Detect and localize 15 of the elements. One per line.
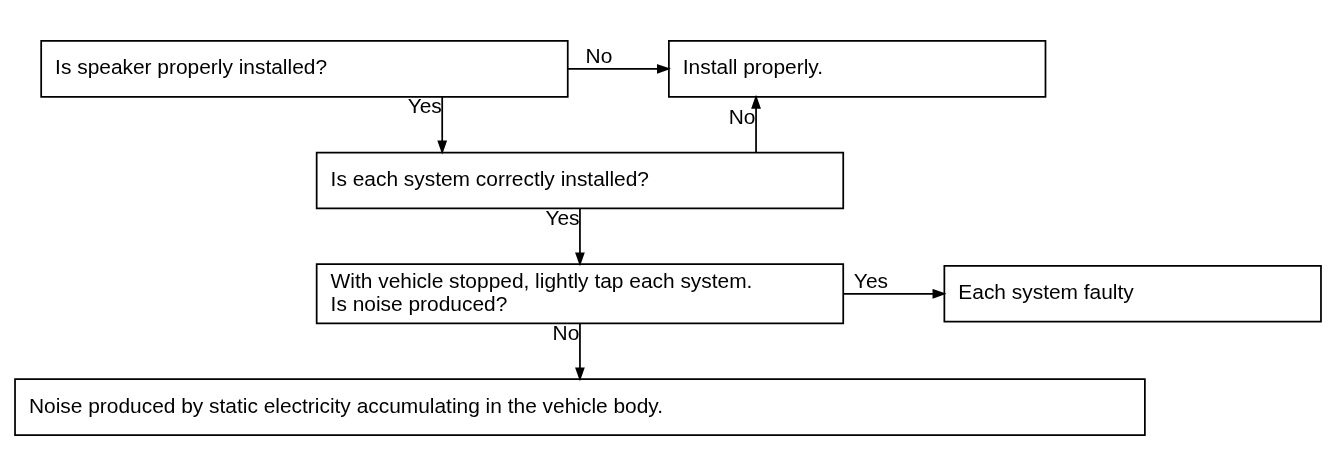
- edge-label: Yes: [853, 268, 888, 292]
- node-box: With vehicle stopped, lightly tap each system. Is noise produced?: [315, 262, 845, 324]
- edge-label: No: [728, 104, 756, 128]
- arrow: [437, 95, 448, 155]
- node-box: Is speaker properly installed?: [40, 39, 569, 98]
- edge-label: No: [585, 43, 613, 67]
- arrow: [567, 63, 671, 74]
- node-box: Is each system correctly installed?: [315, 151, 845, 209]
- arrow: [751, 94, 761, 153]
- arrow: [575, 322, 585, 381]
- node-box: Install properly.: [668, 39, 1047, 98]
- node-box: Each system faulty: [943, 264, 1322, 323]
- node-box: Noise produced by static electricity accumulating in the vehicle body.: [14, 377, 1146, 436]
- arrow: [575, 207, 585, 266]
- arrow: [842, 288, 947, 299]
